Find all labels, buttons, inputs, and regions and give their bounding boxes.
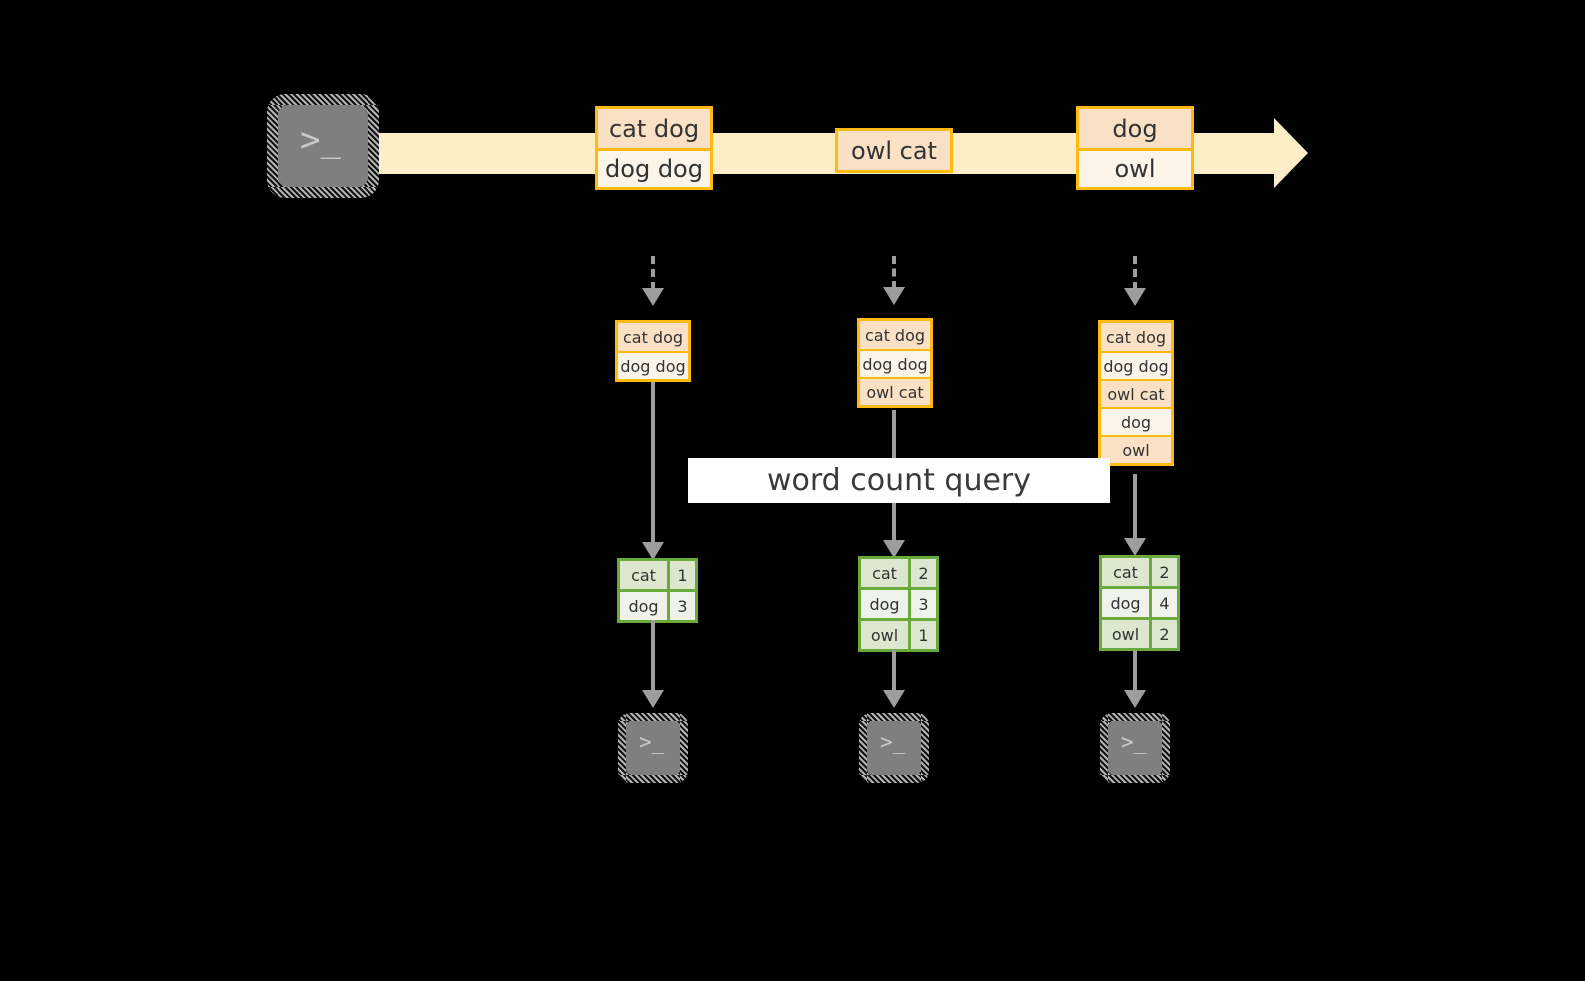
trigger-3-result-table: cat 2 dog 4 owl 2 (1099, 555, 1180, 651)
result-count: 3 (667, 592, 695, 620)
trigger-3-sink-terminal-icon[interactable]: >_ (1100, 713, 1170, 783)
query-label-band: word count query (688, 458, 1110, 503)
stream-arrow-icon (1274, 118, 1308, 188)
stream-batch-3: dog owl (1076, 106, 1194, 190)
result-word: cat (861, 559, 908, 587)
result-row: dog 3 (620, 589, 695, 620)
result-row: owl 1 (861, 618, 936, 649)
trigger-2-sink-terminal-icon[interactable]: >_ (859, 713, 929, 783)
trigger-3-ingest-line (1133, 256, 1137, 290)
trigger-3-query-arrowhead (1124, 538, 1146, 556)
input-row: owl cat (860, 377, 930, 405)
trigger-2-input-table: cat dog dog dog owl cat (857, 318, 933, 408)
sink-terminal-body: >_ (1108, 721, 1162, 775)
trigger-1-query-arrowhead (642, 542, 664, 560)
input-row: dog dog (618, 351, 688, 379)
input-row: dog dog (1101, 351, 1171, 379)
trigger-3-sink-arrowhead (1124, 690, 1146, 708)
trigger-3-query-line (1133, 474, 1137, 547)
result-count: 1 (908, 621, 936, 649)
trigger-1-result-table: cat 1 dog 3 (617, 558, 698, 623)
trigger-1-input-table: cat dog dog dog (615, 320, 691, 382)
result-count: 2 (1149, 558, 1177, 586)
result-row: owl 2 (1102, 617, 1177, 648)
input-row: cat dog (618, 323, 688, 351)
result-word: dog (861, 590, 908, 618)
trigger-3-sink-line (1133, 650, 1137, 697)
terminal-prompt-glyph: >_ (880, 730, 906, 754)
result-count: 3 (908, 590, 936, 618)
stream-record: dog dog (598, 148, 710, 187)
input-row: cat dog (860, 321, 930, 349)
trigger-2-ingest-arrowhead (883, 287, 905, 305)
trigger-1-ingest-line (651, 256, 655, 290)
trigger-1-ingest-arrowhead (642, 288, 664, 306)
trigger-2-ingest-line (892, 256, 896, 289)
input-row: owl (1101, 435, 1171, 463)
sink-terminal-body: >_ (867, 721, 921, 775)
result-row: dog 3 (861, 587, 936, 618)
trigger-2-sink-arrowhead (883, 690, 905, 708)
input-row: owl cat (1101, 379, 1171, 407)
terminal-prompt-glyph: >_ (1121, 730, 1147, 754)
result-word: cat (1102, 558, 1149, 586)
trigger-3-input-table: cat dog dog dog owl cat dog owl (1098, 320, 1174, 466)
result-word: dog (1102, 589, 1149, 617)
stream-batch-2: owl cat (835, 128, 953, 173)
input-row: dog dog (860, 349, 930, 377)
stream-record: owl (1079, 148, 1191, 187)
query-label: word count query (766, 463, 1032, 498)
trigger-2-query-arrowhead (883, 540, 905, 558)
result-word: owl (1102, 620, 1149, 648)
result-row: cat 2 (1102, 558, 1177, 586)
result-word: dog (620, 592, 667, 620)
input-row: cat dog (1101, 323, 1171, 351)
result-word: cat (620, 561, 667, 589)
result-count: 1 (667, 561, 695, 589)
terminal-prompt-glyph: >_ (639, 730, 665, 754)
stream-record: owl cat (838, 131, 950, 170)
terminal-prompt-glyph: >_ (300, 120, 341, 160)
trigger-1-sink-line (651, 620, 655, 697)
sink-terminal-body: >_ (626, 721, 680, 775)
result-row: dog 4 (1102, 586, 1177, 617)
trigger-2-result-table: cat 2 dog 3 owl 1 (858, 556, 939, 652)
source-terminal-icon[interactable]: >_ (267, 94, 379, 198)
trigger-2-sink-line (892, 650, 896, 697)
stream-record: dog (1079, 109, 1191, 148)
trigger-3-ingest-arrowhead (1124, 288, 1146, 306)
result-count: 2 (908, 559, 936, 587)
trigger-1-query-line (651, 382, 655, 549)
result-row: cat 2 (861, 559, 936, 587)
source-terminal-body: >_ (278, 105, 368, 187)
result-row: cat 1 (620, 561, 695, 589)
input-row: dog (1101, 407, 1171, 435)
result-count: 4 (1149, 589, 1177, 617)
stream-record: cat dog (598, 109, 710, 148)
trigger-1-sink-arrowhead (642, 690, 664, 708)
trigger-1-sink-terminal-icon[interactable]: >_ (618, 713, 688, 783)
result-count: 2 (1149, 620, 1177, 648)
result-word: owl (861, 621, 908, 649)
stream-batch-1: cat dog dog dog (595, 106, 713, 190)
